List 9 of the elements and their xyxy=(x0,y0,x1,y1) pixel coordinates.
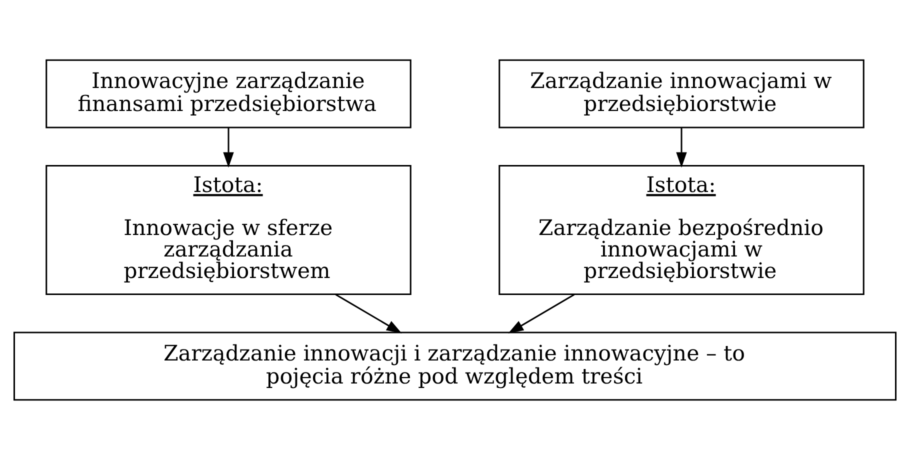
node-box: Zarządzanie innowacji i zarządzanie innowacyjne – to pojęcia różne pod względem treści xyxy=(13,332,897,401)
node-box: Zarządzanie innowacjami w przedsiębiorstwie xyxy=(498,59,864,128)
node-box: Istota: Zarządzanie bezpośrednio innowacjami w przedsiębiorstwie xyxy=(498,164,864,296)
node-box: Innowacyjne zarządzanie finansami przedsiębiorstwa xyxy=(46,59,412,128)
arrow xyxy=(223,128,234,168)
node-box: Istota: Innowacje w sferze zarządzania przedsiębiorstwem xyxy=(46,164,412,296)
arrow xyxy=(508,294,575,334)
arrow xyxy=(335,294,402,334)
arrow xyxy=(676,128,687,168)
